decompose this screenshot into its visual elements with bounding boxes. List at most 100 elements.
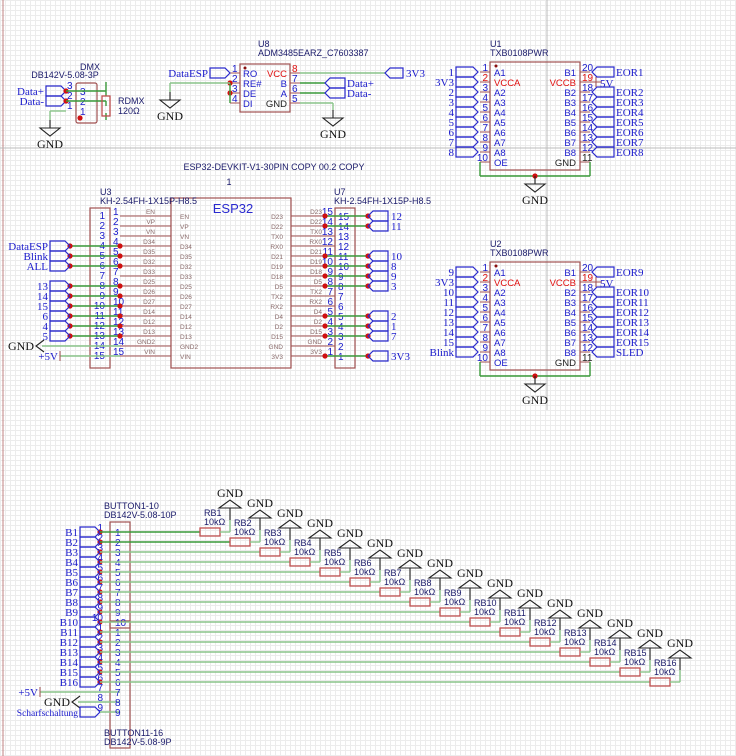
button-net-flag[interactable] — [79, 656, 101, 668]
u2-left-flag[interactable] — [455, 296, 479, 308]
esp32-block[interactable]: ESP32-DEVKIT-V1-30PIN COPY 00.2 COPY1ESP… — [8, 162, 431, 369]
u8-data-plus-flag[interactable] — [324, 77, 346, 89]
rb-resistor-2[interactable] — [229, 537, 251, 547]
u3-net-flag[interactable] — [49, 320, 71, 332]
u7-header-body[interactable] — [334, 207, 356, 369]
button1-10-body[interactable] — [109, 521, 131, 629]
u1-left-flag[interactable] — [455, 96, 479, 108]
u2-right-flag[interactable] — [591, 286, 615, 298]
u2-left-flag[interactable] — [455, 326, 479, 338]
button11-16-body[interactable] — [109, 620, 131, 749]
u2-body[interactable] — [489, 261, 581, 371]
u8-data-minus-flag[interactable] — [324, 87, 346, 99]
u1-left-flag[interactable] — [455, 146, 479, 158]
u1-right-flag[interactable] — [591, 86, 615, 98]
rb-resistor-9[interactable] — [439, 607, 461, 617]
u2-right-flag[interactable] — [591, 316, 615, 328]
button-net-flag[interactable] — [79, 606, 101, 618]
u2-right-flag[interactable] — [591, 306, 615, 318]
button-net-flag[interactable] — [79, 556, 101, 568]
button-net-flag[interactable] — [79, 586, 101, 598]
dmx-data-plus-flag[interactable] — [45, 85, 67, 97]
u2-left-flag[interactable] — [455, 346, 479, 358]
rdmx-resistor[interactable] — [101, 95, 111, 117]
u8-dataesp-flag[interactable] — [209, 67, 231, 79]
u8-3v3-flag[interactable] — [384, 67, 404, 79]
dmx-connector-block[interactable]: DMXDB142V-5.08-3P332211Data+Data-RDMX120… — [17, 62, 144, 151]
u1-left-flag[interactable] — [455, 116, 479, 128]
u1-right-flag[interactable] — [591, 106, 615, 118]
u2-left-flag[interactable] — [455, 276, 479, 288]
u7-net-flag[interactable] — [367, 280, 389, 292]
u1-right-flag[interactable] — [591, 116, 615, 128]
u3-net-flag[interactable] — [49, 290, 71, 302]
u2-left-flag[interactable] — [455, 286, 479, 298]
u3-header-body[interactable] — [89, 207, 111, 369]
button-net-flag[interactable] — [79, 596, 101, 608]
u7-net-flag[interactable] — [367, 330, 389, 342]
button-net-flag[interactable] — [79, 546, 101, 558]
u1-left-flag[interactable] — [455, 76, 479, 88]
rb-resistor-10[interactable] — [469, 617, 491, 627]
rb-resistor-16[interactable] — [649, 677, 671, 687]
u3-net-flag[interactable] — [49, 280, 71, 292]
rb-resistor-13[interactable] — [559, 647, 581, 657]
u7-net-flag[interactable] — [367, 210, 389, 222]
rb-resistor-12[interactable] — [529, 637, 551, 647]
rb-resistor-3[interactable] — [259, 547, 281, 557]
u1-left-flag[interactable] — [455, 106, 479, 118]
button-net-flag[interactable] — [79, 616, 101, 628]
button-net-flag[interactable] — [79, 536, 101, 548]
button-net-flag[interactable] — [79, 576, 101, 588]
u3-net-flag[interactable] — [49, 300, 71, 312]
u3-net-flag[interactable] — [49, 250, 71, 262]
u1-right-flag[interactable] — [591, 126, 615, 138]
u2-left-flag[interactable] — [455, 306, 479, 318]
u3-net-flag[interactable] — [49, 330, 71, 342]
u1-left-flag[interactable] — [455, 126, 479, 138]
button-net-flag[interactable] — [79, 676, 101, 688]
u2-left-flag[interactable] — [455, 316, 479, 328]
u3-net-flag[interactable] — [49, 310, 71, 322]
u7-net-flag[interactable] — [367, 220, 389, 232]
button-net-flag[interactable] — [79, 526, 101, 538]
u1-right-flag[interactable] — [591, 96, 615, 108]
u7-net-flag[interactable] — [367, 250, 389, 262]
u7-net-flag[interactable] — [367, 260, 389, 272]
button-net-flag[interactable] — [79, 566, 101, 578]
esp32-body[interactable] — [170, 197, 292, 369]
rb-resistor-11[interactable] — [499, 627, 521, 637]
button-net-flag[interactable] — [79, 626, 101, 638]
u8-body[interactable] — [239, 63, 291, 113]
dmx-data-minus-flag[interactable] — [45, 95, 67, 107]
u2-right-flag[interactable] — [591, 296, 615, 308]
u7-net-flag[interactable] — [367, 310, 389, 322]
u1-left-flag[interactable] — [455, 136, 479, 148]
rb-resistor-1[interactable] — [199, 527, 221, 537]
button-block[interactable]: BUTTON1-10DB142V-5.08-10PBUTTON11-16DB14… — [17, 486, 694, 749]
u2-right-flag[interactable] — [591, 326, 615, 338]
u2-right-flag[interactable] — [591, 346, 615, 358]
u2-right-flag[interactable] — [591, 266, 615, 278]
rb-resistor-8[interactable] — [409, 597, 431, 607]
rb-resistor-7[interactable] — [379, 587, 401, 597]
u2-left-flag[interactable] — [455, 266, 479, 278]
u1-left-flag[interactable] — [455, 86, 479, 98]
u2-left-flag[interactable] — [455, 336, 479, 348]
u7-net-flag[interactable] — [367, 270, 389, 282]
rb-resistor-5[interactable] — [319, 567, 341, 577]
rb-resistor-4[interactable] — [289, 557, 311, 567]
u1-right-flag[interactable] — [591, 136, 615, 148]
button-net-flag[interactable] — [79, 646, 101, 658]
u3-net-flag[interactable] — [49, 240, 71, 252]
rb-resistor-14[interactable] — [589, 657, 611, 667]
u1-right-flag[interactable] — [591, 66, 615, 78]
u7-net-flag[interactable] — [367, 350, 389, 362]
u1-body[interactable] — [489, 61, 581, 171]
button-net-flag[interactable] — [79, 666, 101, 678]
scharfschaltung-flag[interactable] — [79, 706, 101, 718]
u7-net-flag[interactable] — [367, 320, 389, 332]
u3-net-flag[interactable] — [49, 260, 71, 272]
